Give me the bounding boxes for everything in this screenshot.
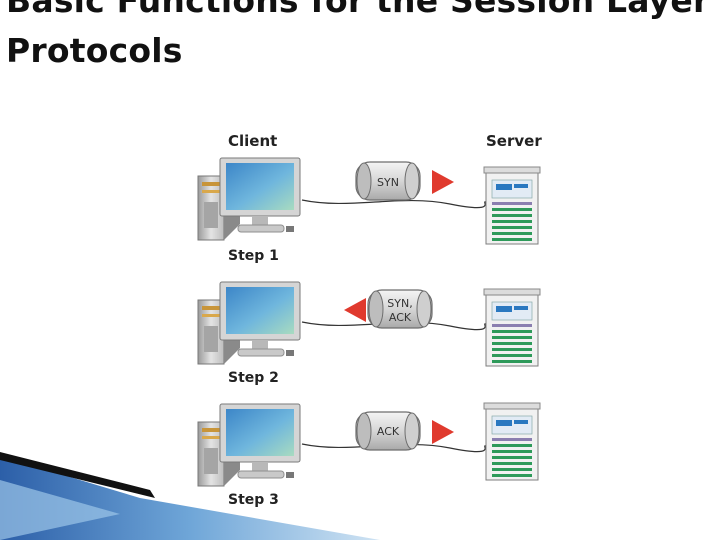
client-computer-icon [197, 157, 301, 241]
client-computer-icon [197, 281, 301, 365]
network-cable [301, 443, 487, 453]
network-cable [301, 199, 487, 209]
arrow-left-icon [344, 298, 366, 322]
arrow-right-icon [432, 420, 454, 444]
step-3-row: ACK Step 3 [197, 402, 541, 508]
server-icon [483, 402, 541, 481]
handshake-diagram-svg: Client Server SYN Step 1 SYN, ACK Step 2 [197, 132, 542, 508]
slide-title-line-2: Protocols [6, 31, 183, 70]
step-label: Step 2 [228, 370, 279, 386]
step-1-row: SYN Step 1 [197, 157, 541, 264]
slide-title: Basic Functions for the Session Layer Pr… [6, 0, 709, 76]
capsule-text-line-1: SYN, [387, 297, 412, 310]
network-cable [301, 321, 487, 331]
step-2-row: SYN, ACK Step 2 [197, 281, 541, 386]
client-label: Client [228, 132, 277, 150]
capsule-text-line-2: ACK [389, 311, 412, 324]
server-icon [483, 288, 541, 367]
capsule-text: SYN [377, 176, 399, 189]
handshake-diagram: Client Server SYN Step 1 SYN, ACK Step 2 [150, 124, 550, 522]
server-icon [483, 166, 541, 245]
capsule-text: ACK [377, 425, 400, 438]
corner-swoosh-decoration [0, 452, 380, 540]
step-label: Step 3 [228, 492, 279, 508]
server-label: Server [486, 132, 542, 150]
step-label: Step 1 [228, 248, 279, 264]
slide-title-line-1: Basic Functions for the Session Layer [6, 0, 710, 20]
arrow-right-icon [432, 170, 454, 194]
